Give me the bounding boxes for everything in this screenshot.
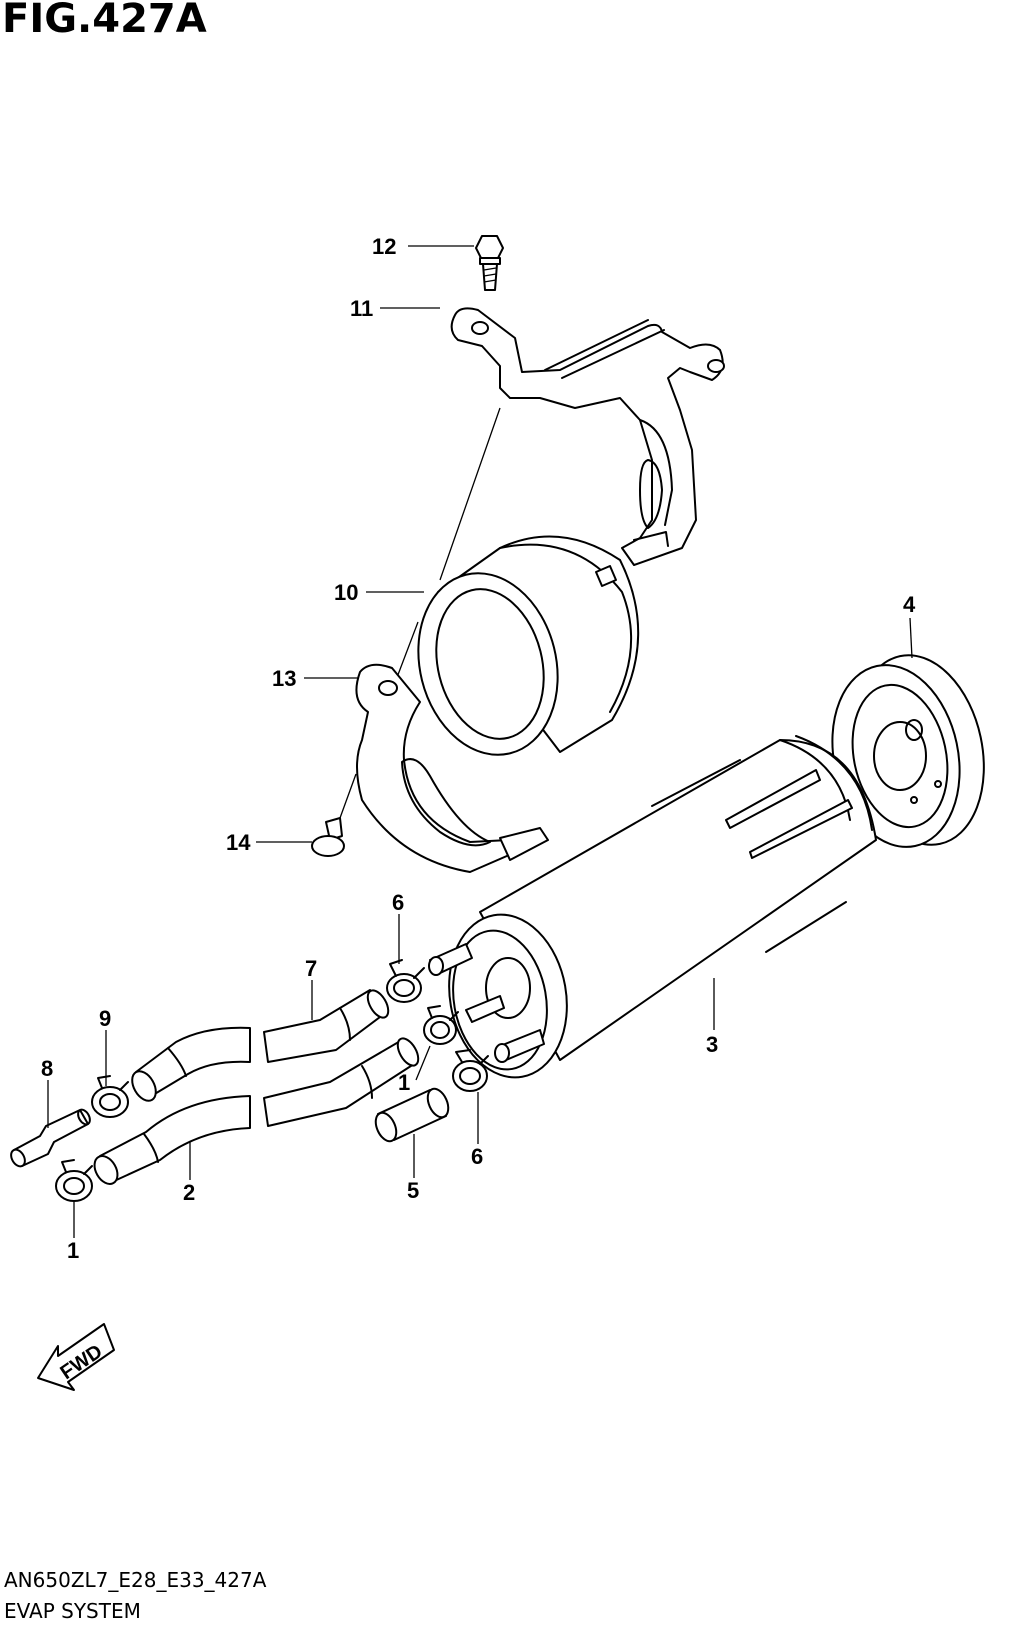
callout-10: 10 (334, 580, 358, 605)
callout-4: 4 (903, 592, 916, 617)
figure-code: AN650ZL7_E28_E33_427A (4, 1568, 267, 1592)
part-13-lower-bracket (355, 663, 549, 873)
fwd-arrow-icon: FWD (37, 1323, 115, 1391)
part-6-clamp-upper (386, 959, 425, 1003)
callout-1-middle: 1 (398, 1070, 410, 1095)
callout-8: 8 (41, 1056, 53, 1081)
callout-13: 13 (272, 666, 296, 691)
part-5-sleeve (374, 1087, 450, 1143)
figure-title: FIG.427A (2, 0, 207, 42)
callout-6-upper: 6 (392, 890, 404, 915)
callout-9: 9 (99, 1006, 111, 1031)
part-3-canister (428, 735, 877, 1079)
part-7-hose (131, 989, 390, 1102)
part-1-clamp-middle (423, 1005, 459, 1045)
part-1-clamp-lower-left (55, 1159, 93, 1202)
part-11-upper-bracket (450, 307, 725, 566)
callout-1-lower-left: 1 (67, 1238, 79, 1263)
part-14-screw (311, 817, 345, 857)
part-10-cushion-sleeve (417, 535, 640, 756)
part-6-clamp-lower (452, 1049, 489, 1092)
part-8-fitting (10, 1108, 91, 1168)
callout-5: 5 (407, 1178, 419, 1203)
callout-2: 2 (183, 1180, 195, 1205)
leader-lines (47, 245, 913, 1238)
callout-3: 3 (706, 1032, 718, 1057)
part-9-clamp (91, 1075, 129, 1118)
part-12-bolt (475, 235, 504, 291)
part-2-hose (93, 1037, 420, 1185)
callout-12: 12 (372, 234, 396, 259)
figure-name: EVAP SYSTEM (4, 1599, 141, 1623)
assembly-guide-lines (339, 407, 501, 819)
callout-11: 11 (350, 296, 373, 321)
callout-6-lower: 6 (471, 1144, 483, 1169)
callout-labels: 12 11 10 13 14 4 3 6 7 9 8 1 2 1 5 6 (41, 234, 916, 1263)
callout-7: 7 (305, 956, 317, 981)
callout-14: 14 (226, 830, 251, 855)
